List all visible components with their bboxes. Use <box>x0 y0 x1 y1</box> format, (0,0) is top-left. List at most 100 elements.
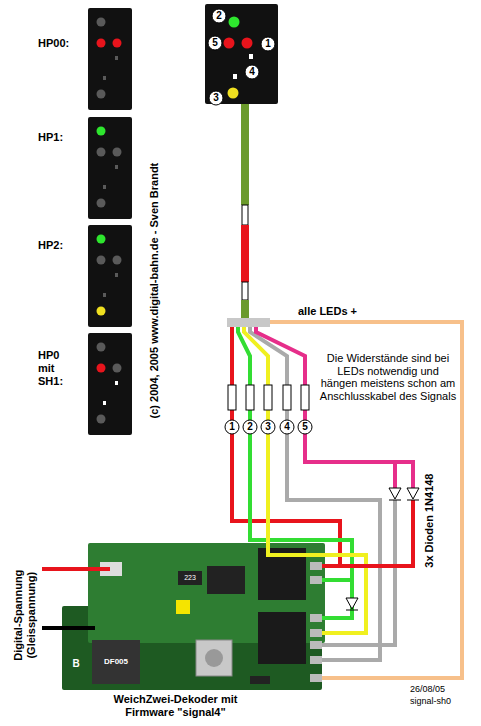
signal-cable <box>241 104 249 318</box>
cable-connector <box>227 318 270 327</box>
date-stamp: 26/08/05 <box>410 684 445 695</box>
callout-number: 3 <box>261 421 275 433</box>
signal-aspect-box <box>103 401 106 405</box>
aspect-name: HP1: <box>38 131 86 144</box>
callout-circle <box>280 420 294 434</box>
led-wire <box>318 578 352 582</box>
callout-circle <box>209 91 223 105</box>
signal-aspect-box <box>115 381 118 385</box>
signal-aspect-box <box>97 235 106 244</box>
decoder-pcb <box>207 566 245 594</box>
led-wire <box>393 462 397 488</box>
signal-aspect-box <box>115 165 118 169</box>
diode-label: 3x Dioden 1N4148 <box>423 465 436 575</box>
resistor-symbol <box>283 385 291 410</box>
decoder-pcb <box>258 612 306 664</box>
signal-aspect-box <box>88 117 132 219</box>
led-wire <box>256 327 413 488</box>
diode-symbol <box>346 488 419 610</box>
supply-label: alle LEDs + <box>298 305 357 318</box>
callout-number: 3 <box>209 92 223 104</box>
board-pin <box>310 576 322 584</box>
signal-aspect-box <box>97 199 106 208</box>
signal-aspect-box <box>113 39 122 48</box>
led-wire <box>238 327 352 618</box>
aspect-name: HP2: <box>38 239 86 252</box>
board-pin <box>310 614 322 622</box>
signal-aspect-box <box>97 18 106 27</box>
callout-circle <box>208 9 275 105</box>
callout-circle <box>208 36 222 50</box>
main-signal <box>249 54 253 59</box>
board-pin <box>310 641 322 649</box>
diode-symbol <box>346 610 358 611</box>
callout-circle <box>243 420 257 434</box>
signal-cable <box>241 225 249 282</box>
callout-circle <box>261 420 275 434</box>
main-signal <box>224 38 235 49</box>
callout-number: 4 <box>280 421 294 433</box>
signal-aspect-box <box>88 8 132 110</box>
signal-aspect-box <box>113 256 122 265</box>
resistor-symbol <box>246 385 254 410</box>
led-wire <box>318 500 395 645</box>
diode-symbol <box>389 488 401 499</box>
signal-aspect-box <box>88 333 132 435</box>
signal-aspect-box <box>97 127 106 136</box>
resistor-symbol <box>264 385 272 410</box>
callout-circle <box>298 420 312 434</box>
callout-number: 2 <box>243 421 257 433</box>
aspect-name: HP00: <box>38 37 86 50</box>
led-wire <box>340 500 413 566</box>
signal-aspect: HP1: <box>38 117 134 219</box>
diode-symbol <box>407 500 419 501</box>
part-label: B <box>70 658 82 670</box>
signal-aspect: HP0 mit SH1: <box>38 333 134 435</box>
supply-wire <box>42 569 110 628</box>
callout-circle <box>245 65 259 79</box>
signal-aspect-box <box>97 364 106 373</box>
decoder-board: WeichZwei-Dekoder mit Firmware "signal4" <box>62 543 325 726</box>
signal-aspect-box <box>113 148 122 157</box>
diode-symbol <box>407 488 419 499</box>
callout-number: 5 <box>208 37 222 49</box>
callout-number: 1 <box>261 38 275 50</box>
callout-number: 5 <box>298 421 312 433</box>
main-signal <box>228 88 239 99</box>
callout-number: 4 <box>245 66 259 78</box>
led-wire <box>232 322 462 678</box>
board-pin <box>310 674 322 682</box>
supply-wire <box>42 567 110 571</box>
signal-aspect-box <box>97 415 106 424</box>
callout-circle <box>225 420 312 434</box>
main-signal <box>229 17 240 28</box>
decoder-pcb <box>176 600 190 614</box>
signal-aspect-box <box>88 225 132 327</box>
part-label: 223 <box>179 574 201 582</box>
signal-cable <box>242 282 248 300</box>
signal-aspect-box <box>88 117 132 219</box>
signal-aspect-box <box>103 293 106 297</box>
callout-number: 1 <box>225 421 239 433</box>
decoder-pcb <box>62 543 325 690</box>
signal-aspect-box <box>88 225 132 327</box>
main-signal <box>242 38 253 49</box>
led-wire <box>250 327 380 660</box>
signal-aspect-box <box>88 8 132 110</box>
supply-label: Digital-Spannung (Gleisspannung) <box>12 558 38 673</box>
resistor-symbol <box>228 385 236 410</box>
signal-aspect-box <box>97 39 106 48</box>
decoder-pcb <box>196 640 232 676</box>
decoder-pcb <box>178 571 202 585</box>
callout-circle <box>212 9 226 23</box>
decoder-pcb <box>250 676 270 684</box>
board-pin <box>310 656 322 664</box>
signal-aspect-box <box>97 148 106 157</box>
signal-cable <box>242 205 248 225</box>
supply-wire <box>42 626 95 630</box>
part-label: DF005 <box>96 657 136 667</box>
main-signal <box>205 4 278 104</box>
signal-aspect-box <box>97 90 106 99</box>
resistor-symbol <box>228 385 309 410</box>
decoder-pcb <box>92 640 140 684</box>
